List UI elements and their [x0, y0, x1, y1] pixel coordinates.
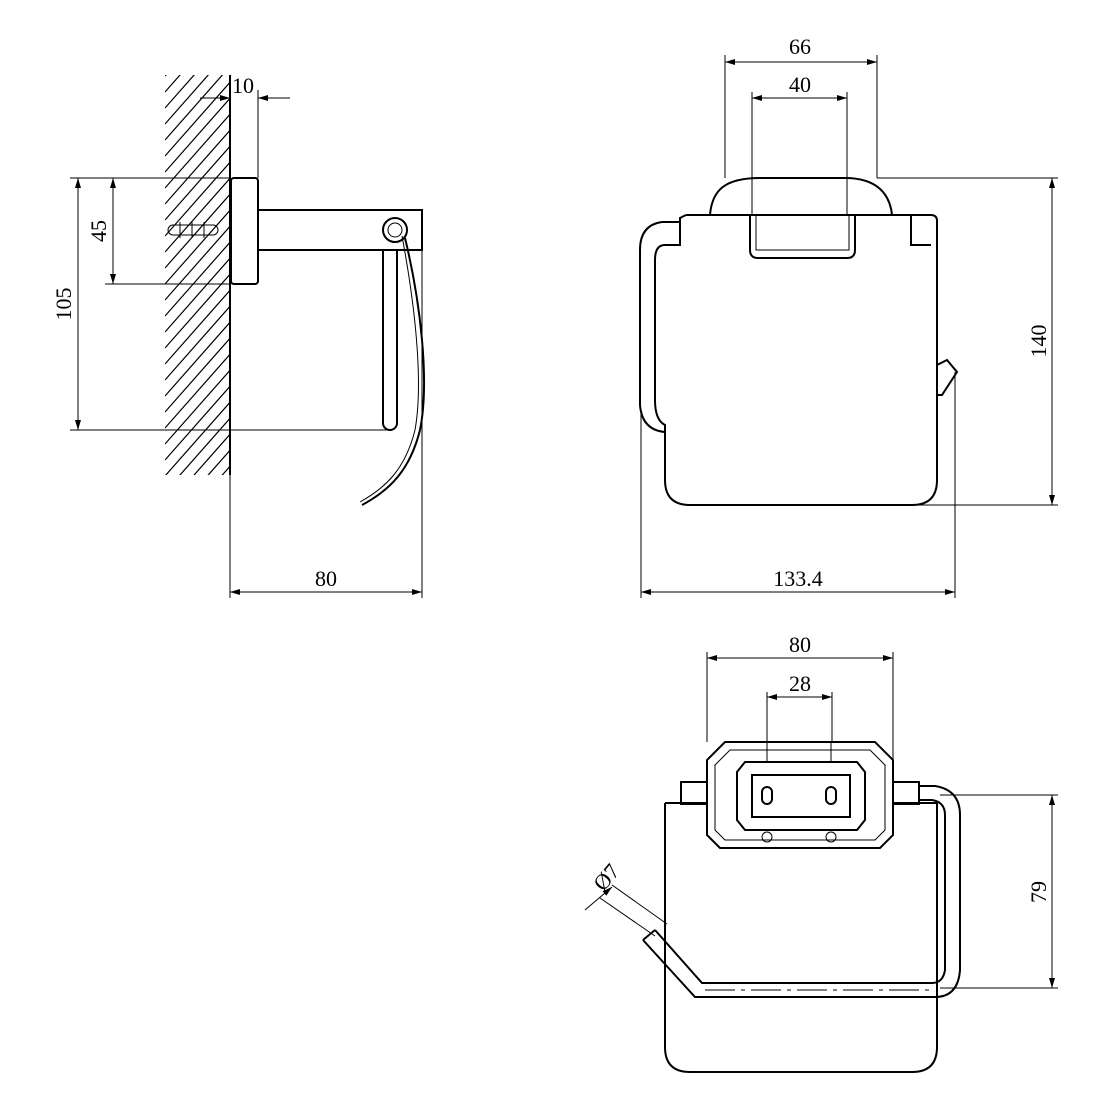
hatch-line [165, 129, 230, 205]
hatch-line [165, 113, 230, 189]
hinge-pin [382, 217, 408, 243]
hatch-line [165, 161, 230, 237]
dim-wall-offset: 10 [232, 73, 254, 98]
hatch-line [165, 369, 230, 445]
top-view: 80 28 79 Ø7 [584, 632, 1058, 1073]
dome-cap [709, 177, 893, 216]
dim-total-width: 133.4 [773, 566, 823, 591]
dim-depth: 80 [315, 566, 337, 591]
hatch-line [165, 353, 230, 429]
hatch-line [165, 273, 230, 349]
mount-inner [736, 761, 866, 831]
hatch-line [193, 433, 230, 475]
dim-inner-width: 40 [789, 72, 811, 97]
cover-plate [664, 214, 938, 506]
dim-mount-width: 80 [789, 632, 811, 657]
hatch-line [165, 75, 210, 125]
dim-hole-spacing: 28 [789, 671, 811, 696]
hinge-left [680, 781, 708, 805]
hatch-line [165, 0, 240, 60]
hatch-line [165, 75, 167, 77]
side-view: 10 45 105 80 [51, 0, 426, 598]
hatch-line [207, 449, 230, 475]
hatch-line [165, 385, 230, 461]
roll-bar-outer [642, 785, 961, 998]
hatch-line [165, 401, 230, 475]
hatch-line [165, 97, 230, 173]
hatch-line [165, 337, 230, 413]
hatch-line [165, 257, 230, 333]
hinge-right [892, 781, 920, 805]
hatch-line [179, 417, 230, 475]
hatch-line [221, 465, 230, 475]
hatch-line [165, 225, 230, 301]
dim-total-height: 105 [51, 288, 76, 321]
dim-bar-depth: 79 [1026, 881, 1051, 903]
holder-arm [257, 209, 423, 251]
hatch-line [165, 321, 230, 397]
roll-bar-inner [654, 799, 946, 984]
hatch-line [165, 471, 240, 556]
screw-slot-left [761, 786, 773, 805]
screw-slot-right [825, 786, 837, 805]
dim-outer-width: 66 [789, 34, 811, 59]
hatch-line [165, 75, 195, 109]
hatch-line [165, 289, 230, 365]
hatch-line [165, 75, 181, 93]
hatch-line [165, 305, 230, 381]
wall-hatch [165, 0, 240, 556]
roll-bar-handle [639, 221, 680, 433]
roll-bar [382, 250, 398, 431]
side-tab [936, 358, 959, 396]
hatch-line [165, 209, 230, 285]
hatch-line [165, 81, 230, 157]
hatch-line [165, 177, 230, 253]
cover-notch [749, 215, 856, 259]
wall-anchor-icon [167, 222, 219, 238]
dim-mount-height: 45 [86, 220, 111, 242]
cover-plate-top [664, 803, 938, 1073]
dim-height: 140 [1026, 325, 1051, 358]
hatch-line [165, 241, 230, 317]
cover-flap [361, 237, 426, 506]
wall-plate [230, 177, 259, 285]
front-view: 66 40 140 133.4 [639, 34, 1058, 598]
